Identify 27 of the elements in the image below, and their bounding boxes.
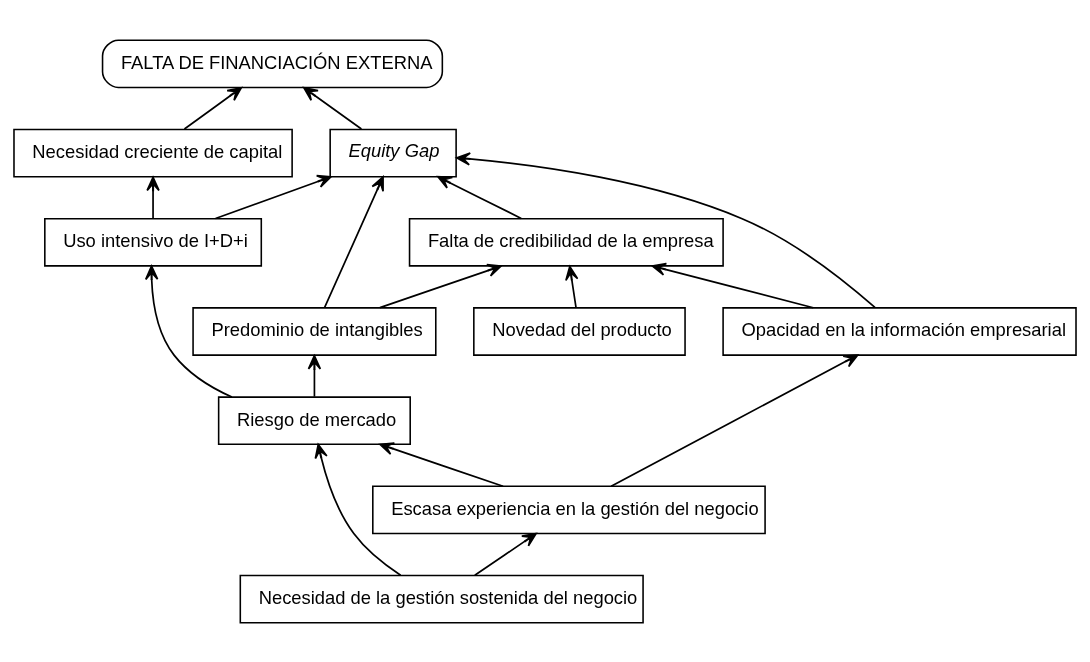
arrow xyxy=(379,441,504,487)
arrow xyxy=(144,264,233,398)
node-box: Escasa experiencia en la gestión del negocio xyxy=(372,485,766,534)
arrow xyxy=(183,86,243,130)
arrow xyxy=(651,262,815,309)
arrow xyxy=(303,86,363,130)
node-box: Necesidad de la gestión sostenida del negocio xyxy=(239,574,644,624)
arrow xyxy=(146,175,160,219)
arrow xyxy=(610,353,859,487)
arrow xyxy=(437,175,523,219)
arrow xyxy=(214,174,332,219)
arrow xyxy=(473,532,537,576)
arrow xyxy=(307,354,322,397)
node-box: Novedad del producto xyxy=(473,306,686,356)
arrow xyxy=(314,443,402,576)
arrow xyxy=(379,263,502,308)
node-box: Falta de credibilidad de la empresa xyxy=(408,217,724,267)
arrow xyxy=(455,151,876,308)
node-box: FALTA DE FINANCIACIÓN EXTERNA xyxy=(101,38,444,88)
node-box: Opacidad en la información empresarial xyxy=(722,306,1077,356)
node-box: Riesgo de mercado xyxy=(217,395,411,445)
node-box: Necesidad creciente de capital xyxy=(13,128,293,177)
node-box: Equity Gap xyxy=(329,128,457,177)
node-box: Predominio de intangibles xyxy=(192,306,437,356)
arrow xyxy=(323,175,384,308)
arrow xyxy=(565,265,579,308)
node-box: Uso intensivo de I+D+i xyxy=(44,217,263,267)
